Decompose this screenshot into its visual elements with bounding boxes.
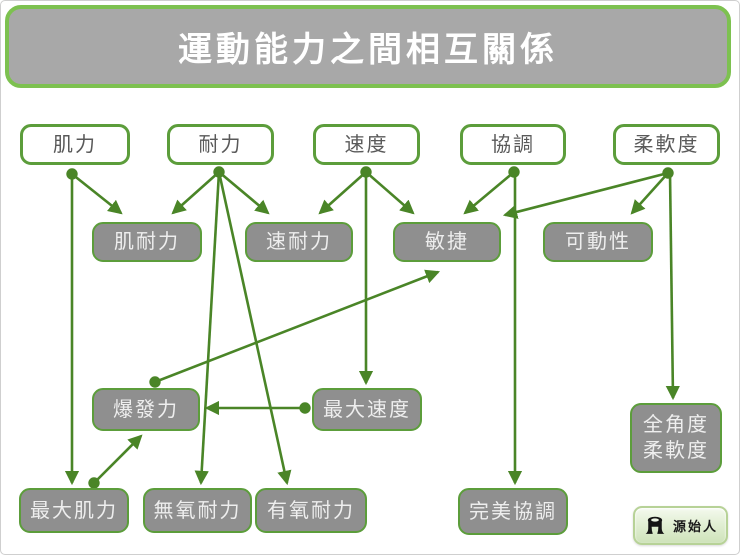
node-label: 耐力 [198, 133, 243, 156]
node-perfect-coordination: 完美協調 [458, 488, 568, 535]
node-max-speed: 最大速度 [312, 388, 422, 431]
node-label: 爆發力 [113, 398, 179, 421]
edge-origin-dot [299, 402, 311, 414]
edge-origin-dot [213, 166, 225, 178]
node-label: 協調 [491, 133, 535, 156]
edge-origin-dot [149, 376, 161, 388]
node-label: 最大肌力 [30, 499, 118, 522]
edge-origin-dot [508, 166, 520, 178]
node-label: 可動性 [565, 231, 631, 253]
edge-origin-dot [360, 166, 372, 178]
node-label: 肌耐力 [114, 231, 180, 253]
edge-origin-dot [66, 168, 78, 180]
edge-endurance-to-speed-endurance [218, 171, 270, 215]
edge-endurance-to-anaerobic-endurance [194, 171, 221, 486]
node-full-range-flexibility: 全角度柔軟度 [630, 403, 722, 473]
node-muscle-endurance: 肌耐力 [92, 222, 202, 262]
node-explosive-power: 爆發力 [92, 388, 200, 431]
node-label: 速耐力 [266, 231, 332, 253]
connector-dots-group [66, 166, 674, 489]
edge-flexibility-to-full-range-flexibility [665, 172, 680, 401]
node-strength: 肌力 [20, 124, 130, 165]
node-endurance: 耐力 [167, 124, 274, 165]
node-speed: 速度 [313, 124, 420, 165]
edge-flexibility-to-mobility [630, 172, 669, 215]
tree-stump-icon [645, 516, 665, 534]
node-label: 全角度 [643, 414, 709, 436]
node-speed-endurance: 速耐力 [245, 222, 353, 262]
edge-coordination-to-agility [463, 171, 515, 215]
edge-origin-dot [662, 167, 674, 179]
edge-endurance-to-aerobic-endurance [217, 171, 292, 486]
node-aerobic-endurance: 有氧耐力 [255, 488, 367, 533]
edge-explosive-power-to-agility [154, 269, 440, 384]
edges-group [64, 171, 680, 486]
node-label: 敏捷 [425, 231, 469, 253]
edge-strength-to-muscle-endurance [71, 172, 123, 215]
node-label: 完美協調 [469, 500, 557, 523]
node-agility: 敏捷 [393, 222, 501, 262]
page-title: 運動能力之間相互關係 [178, 31, 558, 69]
node-coordination: 協調 [460, 124, 566, 165]
brand-logo: 源始人 [633, 506, 728, 545]
node-flexibility: 柔軟度 [613, 124, 720, 165]
edge-max-strength-to-explosive-power [93, 434, 143, 484]
node-label: 柔軟度 [633, 133, 700, 156]
edge-flexibility-to-agility [502, 171, 669, 219]
node-label-line2: 柔軟度 [643, 440, 709, 462]
title-bar: 運動能力之間相互關係 [5, 5, 731, 88]
edge-endurance-to-muscle-endurance [171, 171, 220, 215]
node-label: 最大速度 [323, 398, 411, 421]
node-label: 無氧耐力 [153, 499, 242, 522]
edge-speed-to-speed-endurance [318, 171, 367, 215]
node-label: 有氧耐力 [267, 499, 355, 522]
brand-logo-text: 源始人 [672, 519, 718, 534]
edge-origin-dot [88, 477, 100, 489]
node-mobility: 可動性 [543, 222, 653, 262]
node-label: 肌力 [53, 133, 97, 156]
node-max-strength: 最大肌力 [19, 488, 129, 533]
edge-speed-to-agility [365, 171, 415, 215]
node-label: 速度 [344, 133, 389, 156]
node-anaerobic-endurance: 無氧耐力 [143, 488, 252, 533]
